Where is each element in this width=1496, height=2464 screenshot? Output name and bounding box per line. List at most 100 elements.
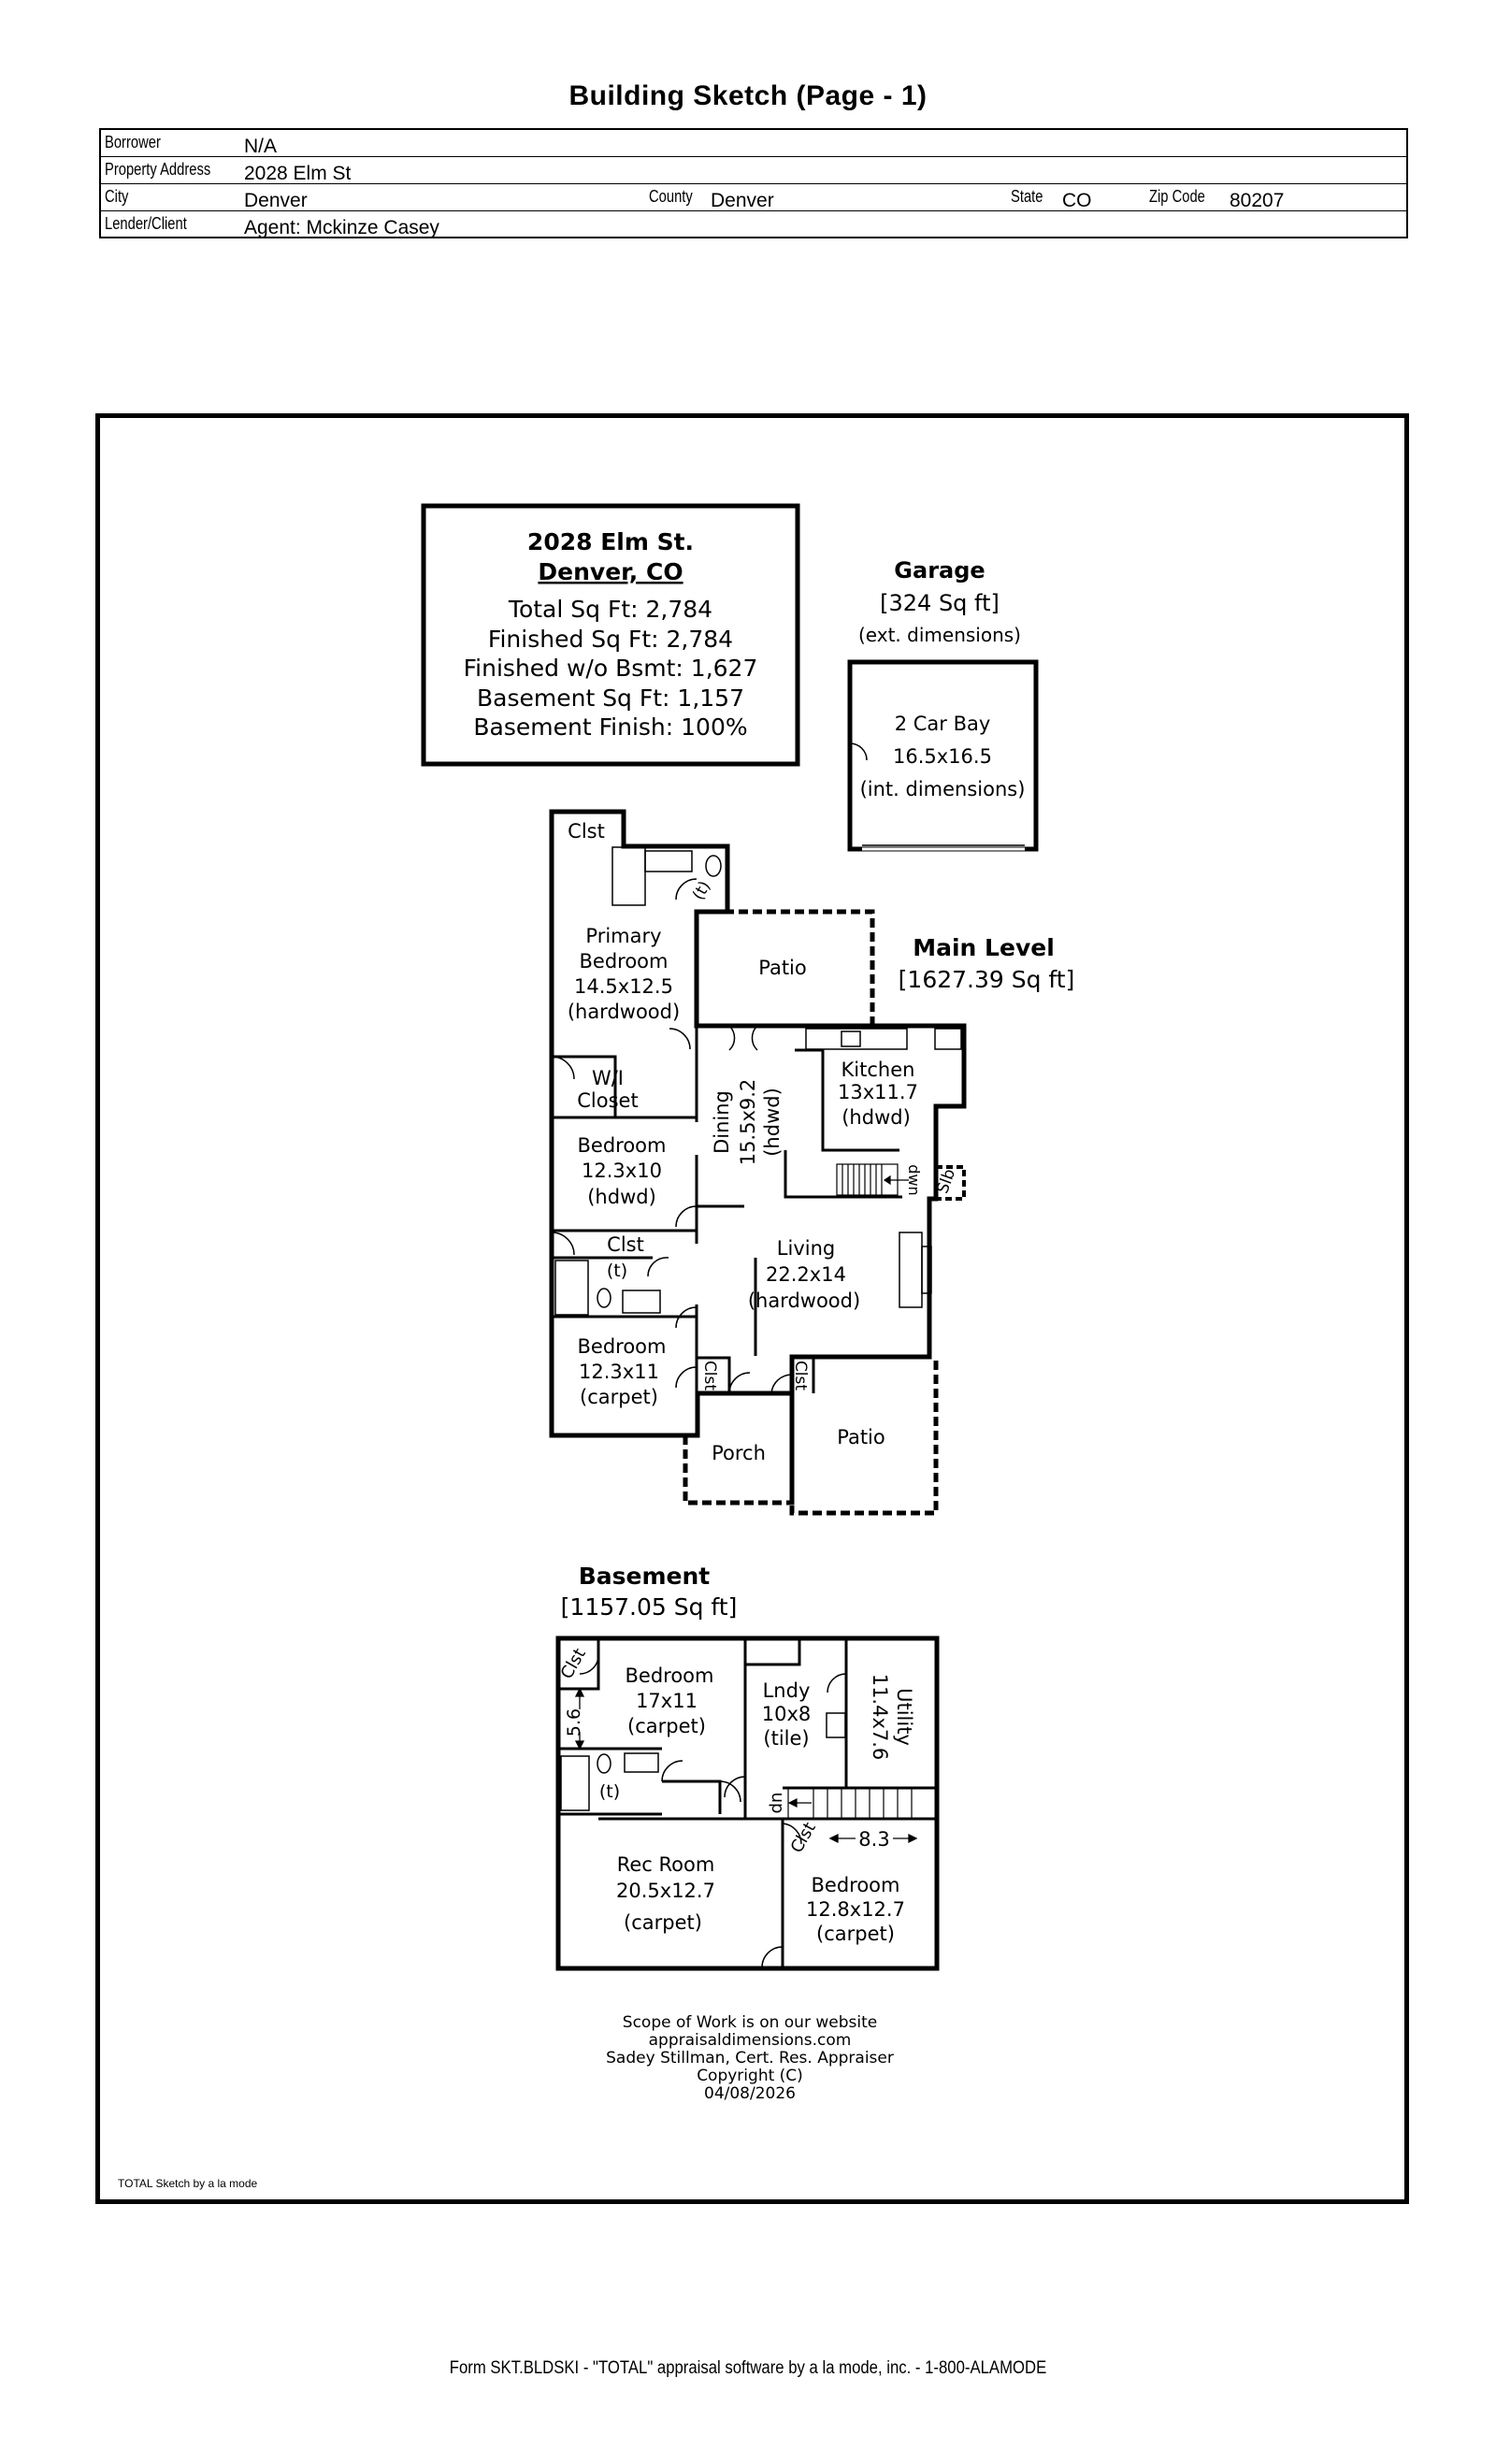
summary-basement: Basement Sq Ft: 1,157 [477, 684, 744, 712]
bsmt-bed2-label-2: 12.8x12.7 [806, 1898, 905, 1921]
zip-value: 80207 [1230, 190, 1285, 211]
clst-a-label: Clst [700, 1361, 719, 1391]
borrower-label: Borrower [105, 133, 161, 151]
city-value: Denver [244, 190, 308, 211]
hall-toilet-label: (t) [607, 1261, 627, 1281]
bed2-label-1: Bedroom [578, 1134, 667, 1157]
wi-closet-label-2: Closet [577, 1089, 638, 1112]
scope-line-3: Sadey Stillman, Cert. Res. Appraiser [606, 2049, 894, 2068]
dim-56-label: 5.6 [564, 1708, 584, 1736]
primary-shower [611, 846, 646, 906]
dwn-label: dwn [905, 1164, 923, 1195]
garage-entry-door [849, 742, 868, 761]
bed2-label-3: (hdwd) [587, 1186, 656, 1208]
form-footer: Form SKT.BLDSKI - "TOTAL" appraisal soft… [449, 2358, 1047, 2378]
living-label-2: 22.2x14 [766, 1263, 846, 1286]
top-patio-label: Patio [758, 957, 807, 979]
utility-label-2: 11.4x7.6 [869, 1674, 891, 1761]
fixtures-basement [560, 1712, 846, 1811]
dim-83-label: 8.3 [858, 1828, 889, 1851]
state-label: State [1011, 187, 1043, 206]
primary-label-4: (hardwood) [568, 1001, 680, 1023]
lender-value: Agent: Mckinze Casey [244, 217, 439, 238]
basement-toilet [597, 1753, 611, 1774]
address-label: Property Address [105, 160, 211, 179]
kitchen-label-2: 13x11.7 [838, 1081, 918, 1103]
lndy-label-1: Lndy [763, 1679, 811, 1702]
wi-closet-label-1: W/I [592, 1067, 624, 1089]
bsmt-bed-label-3: (carpet) [627, 1715, 706, 1737]
living-label-1: Living [777, 1237, 835, 1260]
bsmt-toilet-label: (t) [599, 1781, 620, 1802]
bottom-patio-outline [789, 1357, 939, 1516]
basement-stairs [787, 1787, 937, 1820]
fixtures-main [554, 846, 962, 1316]
bottom-patio-label: Patio [837, 1426, 885, 1448]
kitchen-sink [841, 1030, 861, 1047]
scope-line-4: Copyright (C) [697, 2067, 803, 2085]
hall-toilet [597, 1288, 611, 1308]
utility-label-1: Utility [893, 1688, 915, 1746]
zip-label: Zip Code [1149, 187, 1205, 206]
lndy-label-2: 10x8 [762, 1703, 812, 1725]
basement-area: [1157.05 Sq ft] [561, 1593, 738, 1621]
porch-label: Porch [712, 1442, 766, 1464]
bsmt-bed2-label-1: Bedroom [812, 1874, 900, 1896]
bsmt-bed-label-1: Bedroom [626, 1664, 714, 1687]
primary-label-2: Bedroom [580, 950, 669, 973]
door-swings-main [551, 878, 793, 1394]
primary-vanity [644, 850, 693, 872]
summary-city: Denver, CO [538, 558, 683, 585]
main-stairs [836, 1163, 909, 1196]
living-label-3: (hardwood) [748, 1290, 860, 1312]
basement-walls [555, 1635, 940, 1971]
scope-line-1: Scope of Work is on our website [623, 2013, 877, 2032]
clst-b-label: Clst [791, 1361, 810, 1391]
kitchen-label-3: (hdwd) [842, 1106, 911, 1129]
primary-toilet [705, 855, 722, 877]
garage-bay: 2 Car Bay [895, 713, 991, 735]
scope-line-5: 04/08/2026 [704, 2084, 796, 2103]
bed3-label-1: Bedroom [578, 1335, 667, 1358]
garage-area: [324 Sq ft] [880, 590, 1000, 616]
clst-mid-label: Clst [607, 1233, 644, 1256]
summary-total: Total Sq Ft: 2,784 [508, 596, 712, 623]
summary-basement-finish: Basement Finish: 100% [473, 713, 747, 741]
bed2-label-2: 12.3x10 [582, 1160, 662, 1182]
address-value: 2028 Elm St [244, 163, 352, 184]
basement-vanity [624, 1752, 659, 1773]
fireplace [899, 1232, 923, 1308]
lndy-label-3: (tile) [763, 1727, 809, 1750]
summary-title: 2028 Elm St. [527, 528, 694, 555]
bsmt-clst-1-label: Clst [557, 1645, 590, 1682]
borrower-row: Borrower N/A [101, 130, 1406, 157]
dining-label-1: Dining [711, 1090, 733, 1154]
dining-label-2: 15.5x9.2 [737, 1079, 759, 1166]
hall-tub [554, 1260, 589, 1316]
summary-box [421, 503, 800, 767]
rec-label-2: 20.5x12.7 [616, 1880, 715, 1902]
primary-toilet-label: (t) [689, 878, 714, 903]
dimension-arrows [574, 1687, 918, 1844]
bsmt-clst-2-label: Clst [787, 1819, 820, 1856]
main-level-walls [549, 809, 967, 1438]
water-heater [826, 1712, 846, 1738]
garage-title: Garage [894, 557, 985, 584]
garage-dims: 16.5x16.5 [893, 745, 992, 768]
garage-note: (ext. dimensions) [858, 624, 1021, 646]
summary-finished-wo-bsmt: Finished w/o Bsmt: 1,627 [464, 655, 758, 682]
clst-top-label: Clst [568, 820, 605, 843]
city-label: City [105, 187, 129, 206]
scope-line-2: appraisaldimensions.com [649, 2031, 852, 2050]
address-row: Property Address 2028 Elm St [101, 157, 1406, 184]
lender-label: Lender/Client [105, 214, 187, 233]
porch-outline [683, 1393, 795, 1506]
county-label: County [649, 187, 693, 206]
basement-title: Basement [579, 1563, 711, 1590]
primary-label-3: 14.5x12.5 [574, 975, 673, 998]
top-patio-outline [694, 909, 875, 1026]
hall-vanity [622, 1290, 661, 1314]
lender-row: Lender/Client Agent: Mckinze Casey [101, 211, 1406, 238]
bed3-label-3: (carpet) [580, 1386, 658, 1408]
